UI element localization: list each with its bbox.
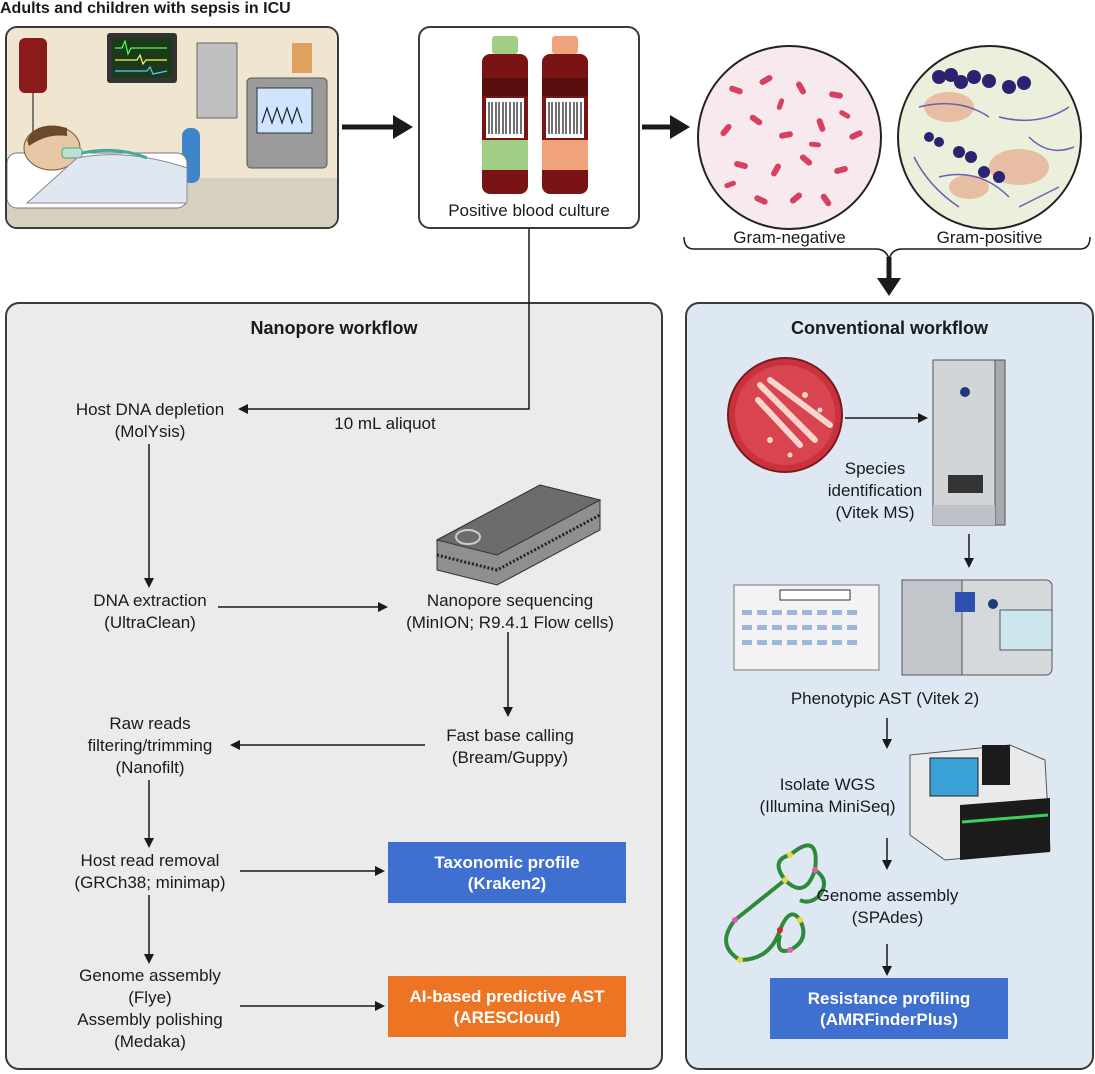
conventional-workflow-title: Conventional workflow [790, 318, 988, 338]
base-calling-title: Fast base calling [446, 726, 574, 745]
resistance-profiling-title: Resistance profiling [807, 988, 971, 1008]
species-identification-label: Species identification (Vitek MS) [800, 458, 950, 524]
dna-extraction-tool: (UltraClean) [104, 613, 196, 632]
assembly-graph-nodes [732, 852, 818, 963]
gram-positive-label: Gram-positive [936, 228, 1043, 247]
species-id-line1: Species [844, 459, 906, 478]
ai-ast-title: AI-based predictive AST [409, 986, 605, 1006]
resistance-profiling-tool: (AMRFinderPlus) [820, 1009, 958, 1029]
figure-title: Adults and children with sepsis in ICU [0, 0, 291, 17]
gram-positive-micrograph [897, 45, 1082, 230]
raw-reads-subtitle: filtering/trimming [87, 736, 213, 755]
blood-culture-box: Positive blood culture [418, 26, 640, 229]
gram-brace [683, 236, 1091, 262]
raw-reads-title: Raw reads [109, 714, 191, 733]
bottle-cap-green [492, 36, 518, 54]
isolate-wgs-tool: (Illumina MiniSeq) [759, 797, 896, 816]
vitek2-card [733, 584, 880, 671]
isolate-wgs-title: Isolate WGS [779, 775, 876, 794]
dna-extraction-title: DNA extraction [93, 591, 207, 610]
conventional-assembly-tool: (SPAdes) [851, 908, 924, 927]
nanopore-sequencing-tool: (MinION; R9.4.1 Flow cells) [406, 613, 614, 632]
ai-ast-box: AI-based predictive AST (ARESCloud) [388, 976, 626, 1037]
host-read-removal-label: Host read removal (GRCh38; minimap) [50, 850, 250, 894]
conventional-assembly-title: Genome assembly [816, 886, 959, 905]
agar-plate [727, 357, 843, 473]
arrow-aliquot [238, 229, 530, 414]
iv-bag [19, 38, 47, 93]
assembly-polishing-title: Assembly polishing [77, 1010, 223, 1029]
taxonomic-profile-tool: (Kraken2) [467, 873, 547, 893]
assembly-polishing-tool: (Medaka) [114, 1032, 186, 1051]
aliquot-label: 10 mL aliquot [334, 414, 436, 433]
nanopore-assembly-label: Genome assembly (Flye) Assembly polishin… [55, 965, 245, 1053]
nanopore-sequencing-label: Nanopore sequencing (MinION; R9.4.1 Flow… [380, 590, 640, 634]
raw-reads-tool: (Nanofilt) [115, 758, 185, 777]
taxonomic-profile-box: Taxonomic profile (Kraken2) [388, 842, 626, 903]
host-dna-depletion-title: Host DNA depletion [75, 400, 225, 419]
vitek-ms-instrument [932, 359, 1006, 526]
dna-extraction-label: DNA extraction (UltraClean) [60, 590, 240, 634]
species-id-line2: identification [827, 481, 923, 500]
taxonomic-profile-title: Taxonomic profile [434, 852, 580, 872]
gram-negative-micrograph [697, 45, 882, 230]
ai-ast-tool: (ARESCloud) [453, 1007, 561, 1027]
minion-device [435, 484, 602, 586]
blood-culture-label: Positive blood culture [448, 201, 610, 220]
host-dna-depletion-tool: (MolYsis) [114, 422, 186, 441]
vitek2-instrument [901, 579, 1053, 676]
phenotypic-ast-label: Phenotypic AST (Vitek 2) [790, 689, 980, 708]
host-read-removal-tool: (GRCh38; minimap) [74, 873, 226, 892]
conventional-assembly-label: Genome assembly (SPAdes) [800, 885, 975, 929]
nanopore-workflow-title: Nanopore workflow [250, 318, 418, 338]
raw-reads-label: Raw reads filtering/trimming (Nanofilt) [60, 713, 240, 779]
gram-negative-label: Gram-negative [733, 228, 846, 247]
base-calling-label: Fast base calling (Bream/Guppy) [410, 725, 610, 769]
species-id-tool: (Vitek MS) [835, 503, 915, 522]
resistance-profiling-box: Resistance profiling (AMRFinderPlus) [770, 978, 1008, 1039]
nanopore-panel [5, 302, 663, 1070]
host-dna-depletion-label: Host DNA depletion (MolYsis) [55, 399, 245, 443]
isolate-wgs-label: Isolate WGS (Illumina MiniSeq) [745, 774, 910, 818]
nanopore-assembly-title: Genome assembly [79, 966, 221, 985]
icu-illustration [5, 26, 339, 229]
nanopore-assembly-tool: (Flye) [128, 988, 172, 1007]
miniseq-instrument [909, 744, 1051, 861]
base-calling-tool: (Bream/Guppy) [451, 748, 569, 767]
host-read-removal-title: Host read removal [80, 851, 220, 870]
nanopore-sequencing-title: Nanopore sequencing [426, 591, 594, 610]
bottle-cap-orange [552, 36, 578, 54]
